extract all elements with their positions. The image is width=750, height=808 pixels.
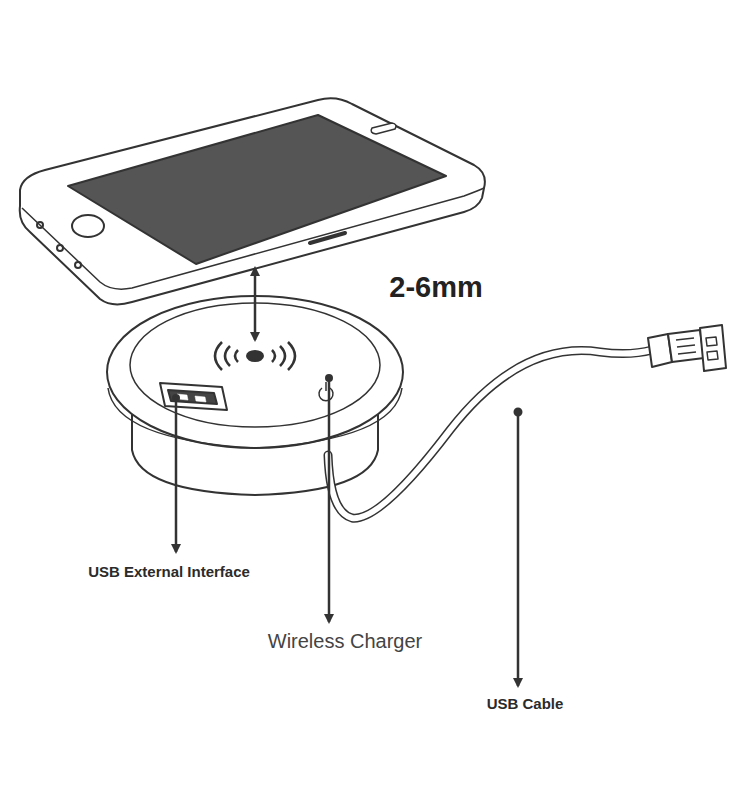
part-label: USB Cable — [487, 695, 564, 712]
dimension-label: 2-6mm — [389, 271, 483, 304]
part-label: USB External Interface — [88, 563, 250, 580]
part-label: Wireless Charger — [268, 630, 422, 653]
